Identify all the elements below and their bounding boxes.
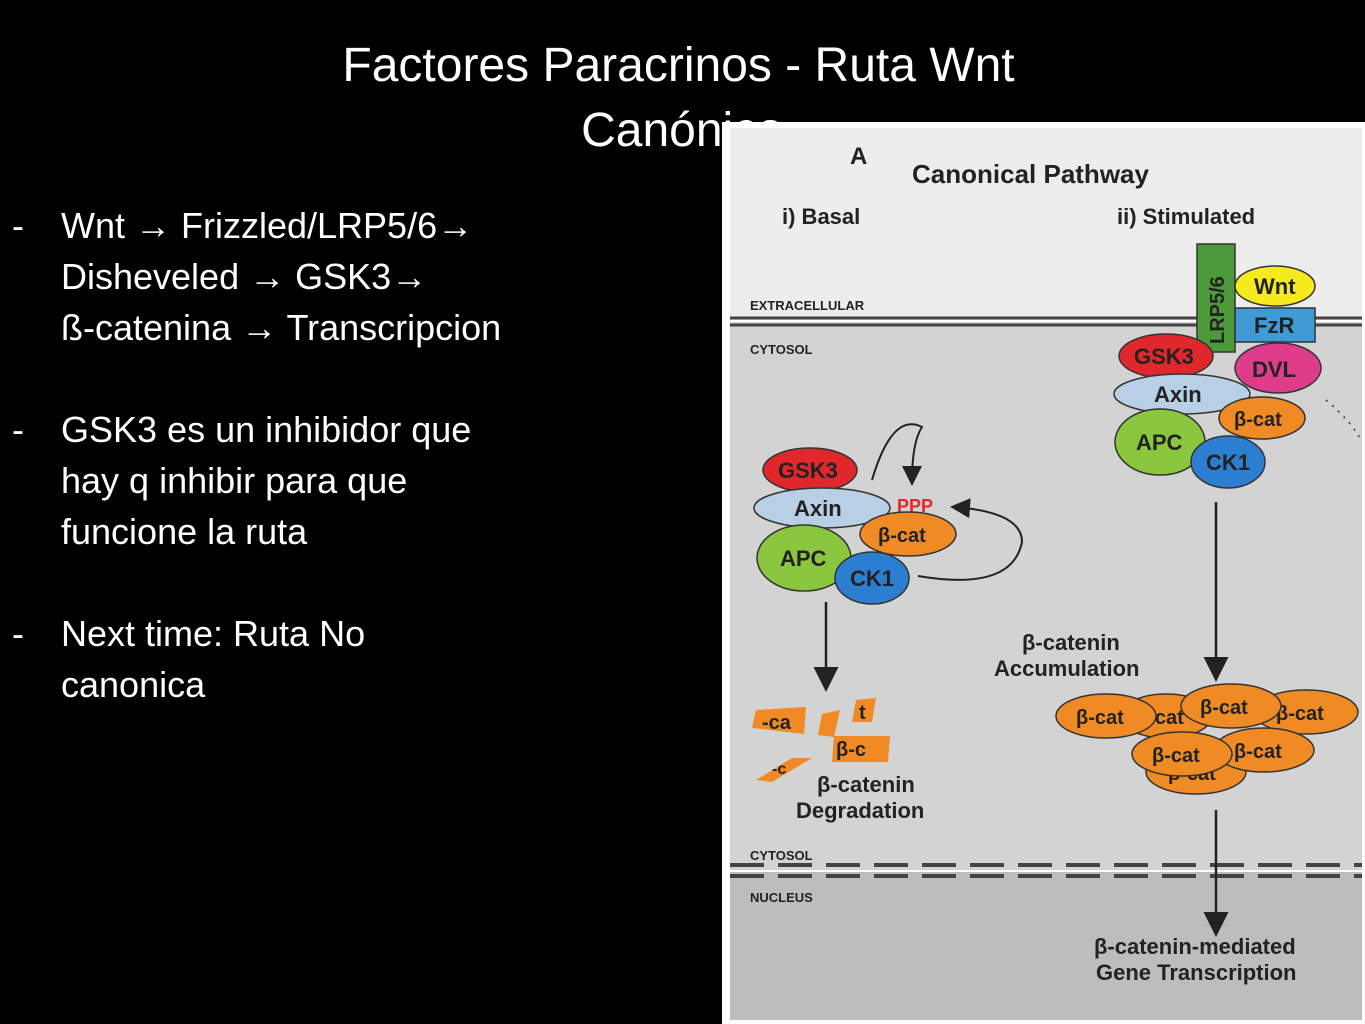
transcription-line-1: β-catenin-mediated — [1094, 934, 1296, 959]
bullet-list: - Wnt → Frizzled/LRP5/6→ Disheveled → GS… — [12, 200, 652, 761]
basal-label: i) Basal — [782, 204, 860, 229]
bullet-dash: - — [12, 205, 24, 246]
fragment-5-label: -c — [772, 761, 786, 778]
bcat-stimulated-label: β-cat — [1234, 409, 1282, 431]
bullet-dash: - — [12, 409, 24, 450]
phosphorylation-arrow — [871, 423, 924, 486]
bcat-cluster-3 — [1180, 683, 1282, 729]
canonical-pathway-diagram: A Canonical Pathway i) Basal ii) Stimula… — [722, 122, 1365, 1024]
accumulation-line-1: β-catenin — [1022, 630, 1120, 655]
bcat-cluster-3-label: β-cat — [1200, 697, 1248, 719]
ck1-stimulated-label: CK1 — [1206, 450, 1250, 475]
axin-stimulated-label: Axin — [1154, 382, 1202, 407]
fzr-label: FzR — [1254, 313, 1294, 338]
bcat-cluster-1-label: β-cat — [1076, 707, 1124, 729]
apc-stimulated-label: APC — [1136, 430, 1183, 455]
bullet-item-next-time: - Next time: Ruta No canonica — [12, 608, 652, 710]
lrp-receptor — [1196, 243, 1236, 353]
fragment-4 — [832, 736, 890, 762]
diagram-heading: Canonical Pathway — [912, 159, 1149, 189]
degradation-line-1: β-catenin — [817, 772, 915, 797]
cytosol-label: CYTOSOL — [750, 342, 813, 357]
fragment-3 — [852, 698, 876, 722]
cytosol-label-lower: CYTOSOL — [750, 848, 813, 863]
fragment-1 — [752, 707, 806, 734]
slide-title-line-1: Factores Paracrinos - Ruta Wnt — [342, 39, 1015, 92]
nucleus-label: NUCLEUS — [750, 890, 813, 905]
dvl-protein — [1234, 342, 1322, 394]
wnt-ligand — [1234, 265, 1316, 307]
bullet-line: funcione la ruta — [61, 511, 308, 552]
bcat-cluster-4-label: β-cat — [1276, 703, 1324, 725]
transcription-line-2: Gene Transcription — [1096, 960, 1297, 985]
bullet-dash: - — [12, 613, 24, 654]
bullet-line: GSK3 es un inhibidor que — [61, 409, 472, 450]
fragment-4-label: β-c — [836, 739, 866, 761]
fragment-1-label: -ca — [762, 712, 792, 734]
fragment-5 — [756, 758, 812, 782]
stimulated-label: ii) Stimulated — [1117, 204, 1255, 229]
fragment-3-label: t — [859, 702, 866, 724]
bullet-line: Wnt → Frizzled/LRP5/6→ — [61, 205, 474, 246]
apc-basal-label: APC — [780, 546, 827, 571]
recycle-arrow — [917, 498, 1024, 581]
degradation-line-2: Degradation — [796, 798, 924, 823]
ck1-stimulated — [1190, 435, 1266, 489]
bullet-line: Disheveled → GSK3→ — [61, 256, 428, 297]
bcat-cluster-7 — [1131, 731, 1233, 777]
ppp-label: PPP — [897, 496, 933, 516]
bcat-basal-label: β-cat — [878, 525, 926, 547]
fragment-2 — [818, 710, 840, 737]
bullet-item-pathway: - Wnt → Frizzled/LRP5/6→ Disheveled → GS… — [12, 200, 652, 353]
gsk3-stimulated-label: GSK3 — [1134, 344, 1194, 369]
bullet-line: hay q inhibir para que — [61, 460, 408, 501]
bullet-line: canonica — [61, 664, 206, 705]
bcat-stimulated — [1218, 396, 1306, 440]
ck1-basal-label: CK1 — [850, 566, 894, 591]
panel-letter: A — [850, 143, 867, 170]
bcat-basal — [859, 511, 957, 557]
bcat-cluster-7-label: β-cat — [1152, 745, 1200, 767]
wnt-label: Wnt — [1254, 274, 1296, 299]
nucleus-region — [730, 872, 1362, 1020]
bullet-line: Next time: Ruta No — [61, 613, 366, 654]
axin-basal-label: Axin — [794, 496, 842, 521]
bullet-line: ß-catenina → Transcripcion — [61, 307, 502, 348]
bcat-cluster-5-label: β-cat — [1234, 741, 1282, 763]
extracellular-label: EXTRACELLULAR — [750, 298, 865, 313]
gsk3-basal-label: GSK3 — [778, 458, 838, 483]
lrp-label: LRP5/6 — [1207, 276, 1229, 344]
ck1-basal — [834, 551, 910, 605]
bullet-item-gsk3: - GSK3 es un inhibidor que hay q inhibir… — [12, 404, 652, 557]
bcat-cluster-1 — [1055, 693, 1157, 739]
dvl-label: DVL — [1252, 357, 1296, 382]
fzr-receptor — [1234, 307, 1316, 343]
accumulation-line-2: Accumulation — [994, 656, 1139, 681]
